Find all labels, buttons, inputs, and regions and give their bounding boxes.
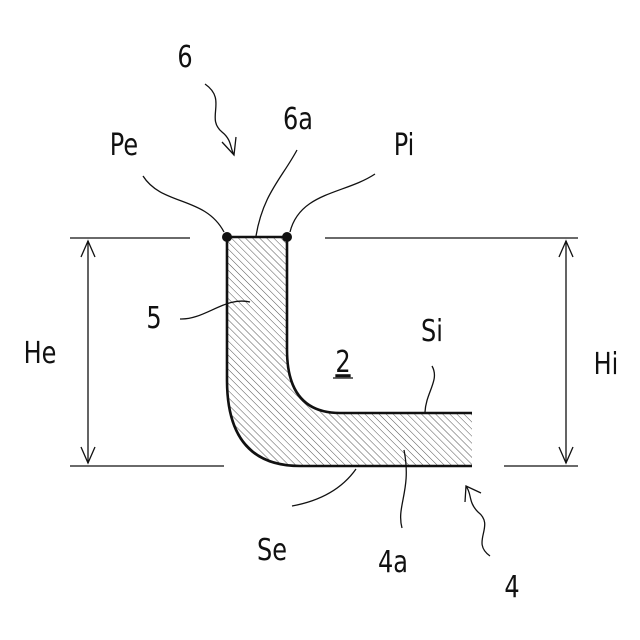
leader-si — [425, 366, 434, 412]
label-2: 2 — [335, 345, 350, 379]
leader-pe — [143, 176, 224, 232]
label-4: 4 — [504, 570, 519, 604]
hi-dimension-arrow — [559, 241, 573, 463]
leader-pi — [290, 174, 375, 232]
label-5: 5 — [146, 301, 161, 335]
label-pi: Pi — [394, 128, 415, 162]
label-se: Se — [257, 533, 287, 567]
label-he: He — [24, 336, 57, 370]
label-6: 6 — [177, 40, 192, 74]
label-si: Si — [421, 314, 443, 348]
leader-se — [292, 469, 356, 506]
point-pe-dot — [222, 232, 232, 242]
wavy-arrow-4 — [465, 486, 490, 556]
label-hi: Hi — [594, 347, 619, 381]
he-dimension-arrow — [81, 241, 95, 463]
wavy-arrow-6 — [205, 84, 236, 155]
label-4a: 4a — [378, 545, 408, 579]
label-6a: 6a — [283, 102, 313, 136]
leader-6a — [256, 150, 297, 236]
point-pi-dot — [282, 232, 292, 242]
label-pe: Pe — [110, 128, 138, 162]
inner-surface-si — [287, 237, 472, 413]
